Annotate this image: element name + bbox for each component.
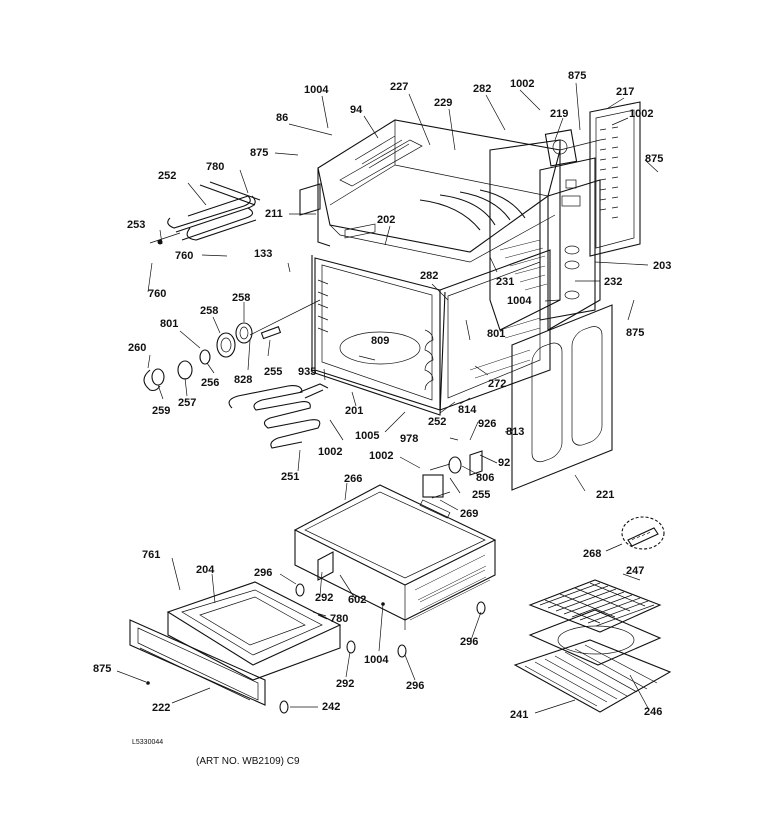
part-label-260: 260 <box>128 342 147 354</box>
rear-wall-panel <box>539 157 596 321</box>
part-label-935: 935 <box>298 366 317 378</box>
bake-element-251 <box>228 383 329 449</box>
part-label-875: 875 <box>645 153 664 165</box>
part-label-780: 780 <box>206 161 225 173</box>
part-label-761: 761 <box>142 549 161 561</box>
part-label-259: 259 <box>152 405 171 417</box>
small-hardware <box>146 583 486 714</box>
part-label-247: 247 <box>626 565 645 577</box>
rack-clip-268 <box>621 516 665 550</box>
part-label-801: 801 <box>487 328 506 340</box>
part-label-814: 814 <box>458 404 477 416</box>
part-label-86: 86 <box>276 112 289 124</box>
part-label-801: 801 <box>160 318 179 330</box>
part-label-219: 219 <box>550 108 569 120</box>
part-label-875: 875 <box>568 70 587 82</box>
part-label-806: 806 <box>476 472 495 484</box>
part-label-229: 229 <box>434 97 453 109</box>
switch-knob-parts <box>143 299 321 392</box>
part-label-978: 978 <box>400 433 419 445</box>
part-label-252: 252 <box>158 170 177 182</box>
part-label-222: 222 <box>152 702 171 714</box>
drawer-front-222 <box>129 619 266 706</box>
part-label-133: 133 <box>254 248 273 260</box>
part-label-211: 211 <box>265 208 283 220</box>
oven-rack-241 <box>513 639 672 713</box>
part-label-251: 251 <box>281 471 300 483</box>
part-label-1004: 1004 <box>507 295 532 307</box>
part-label-875: 875 <box>626 327 645 339</box>
part-label-94: 94 <box>350 104 363 116</box>
part-label-268: 268 <box>583 548 602 560</box>
part-label-1004: 1004 <box>304 84 329 96</box>
part-label-875: 875 <box>250 147 269 159</box>
part-label-292: 292 <box>336 678 355 690</box>
part-label-813: 813 <box>506 426 525 438</box>
part-label-204: 204 <box>196 564 215 576</box>
broiler-pan-246 <box>528 609 662 666</box>
part-label-272: 272 <box>488 378 507 390</box>
part-label-231: 231 <box>496 276 515 288</box>
part-label-296: 296 <box>460 636 479 648</box>
part-label-1005: 1005 <box>355 430 380 442</box>
part-label-242: 242 <box>322 701 341 713</box>
part-label-1002: 1002 <box>510 78 535 90</box>
part-label-266: 266 <box>344 473 363 485</box>
part-label-828: 828 <box>234 374 253 386</box>
part-label-256: 256 <box>201 377 220 389</box>
art-number-caption: (ART NO. WB2109) C9 <box>196 756 300 767</box>
part-label-926: 926 <box>478 418 497 430</box>
part-label-1002: 1002 <box>369 450 394 462</box>
part-label-602: 602 <box>348 594 367 606</box>
part-label-292: 292 <box>315 592 334 604</box>
side-panel-221 <box>511 304 613 491</box>
part-label-255: 255 <box>472 489 491 501</box>
part-label-1002: 1002 <box>318 446 343 458</box>
part-label-246: 246 <box>644 706 663 718</box>
part-label-296: 296 <box>254 567 273 579</box>
drawer-frame-266 <box>293 484 497 630</box>
part-label-282: 282 <box>420 270 439 282</box>
part-label-92: 92 <box>498 457 511 469</box>
part-label-203: 203 <box>653 260 672 272</box>
broil-element-252 <box>149 181 261 245</box>
part-label-255: 255 <box>264 366 283 378</box>
part-label-221: 221 <box>596 489 615 501</box>
part-label-296: 296 <box>406 680 425 692</box>
leader-lines <box>116 82 659 714</box>
part-label-227: 227 <box>390 81 409 93</box>
part-label-760: 760 <box>175 250 194 262</box>
part-label-257: 257 <box>178 397 197 409</box>
part-label-201: 201 <box>345 405 364 417</box>
part-label-809: 809 <box>371 335 390 347</box>
part-label-241: 241 <box>510 709 529 721</box>
rear-panel-217 <box>589 101 641 257</box>
part-label-252: 252 <box>428 416 447 428</box>
part-label-282: 282 <box>473 83 492 95</box>
part-label-269: 269 <box>460 508 479 520</box>
latch-assembly-255 <box>422 450 483 499</box>
part-label-258: 258 <box>200 305 219 317</box>
part-label-202: 202 <box>377 214 396 226</box>
broiler-pan-grid-247 <box>528 579 662 633</box>
storage-drawer-204 <box>166 581 342 681</box>
part-label-875: 875 <box>93 663 112 675</box>
part-label-760: 760 <box>148 288 167 300</box>
part-label-258: 258 <box>232 292 251 304</box>
oven-cavity-assembly <box>299 119 601 416</box>
part-label-1004: 1004 <box>364 654 389 666</box>
part-label-232: 232 <box>604 276 623 288</box>
part-label-780: 780 <box>330 613 349 625</box>
part-label-1002: 1002 <box>629 108 654 120</box>
part-label-217: 217 <box>616 86 635 98</box>
part-label-253: 253 <box>127 219 146 231</box>
artwork-code: L5330044 <box>132 739 164 746</box>
